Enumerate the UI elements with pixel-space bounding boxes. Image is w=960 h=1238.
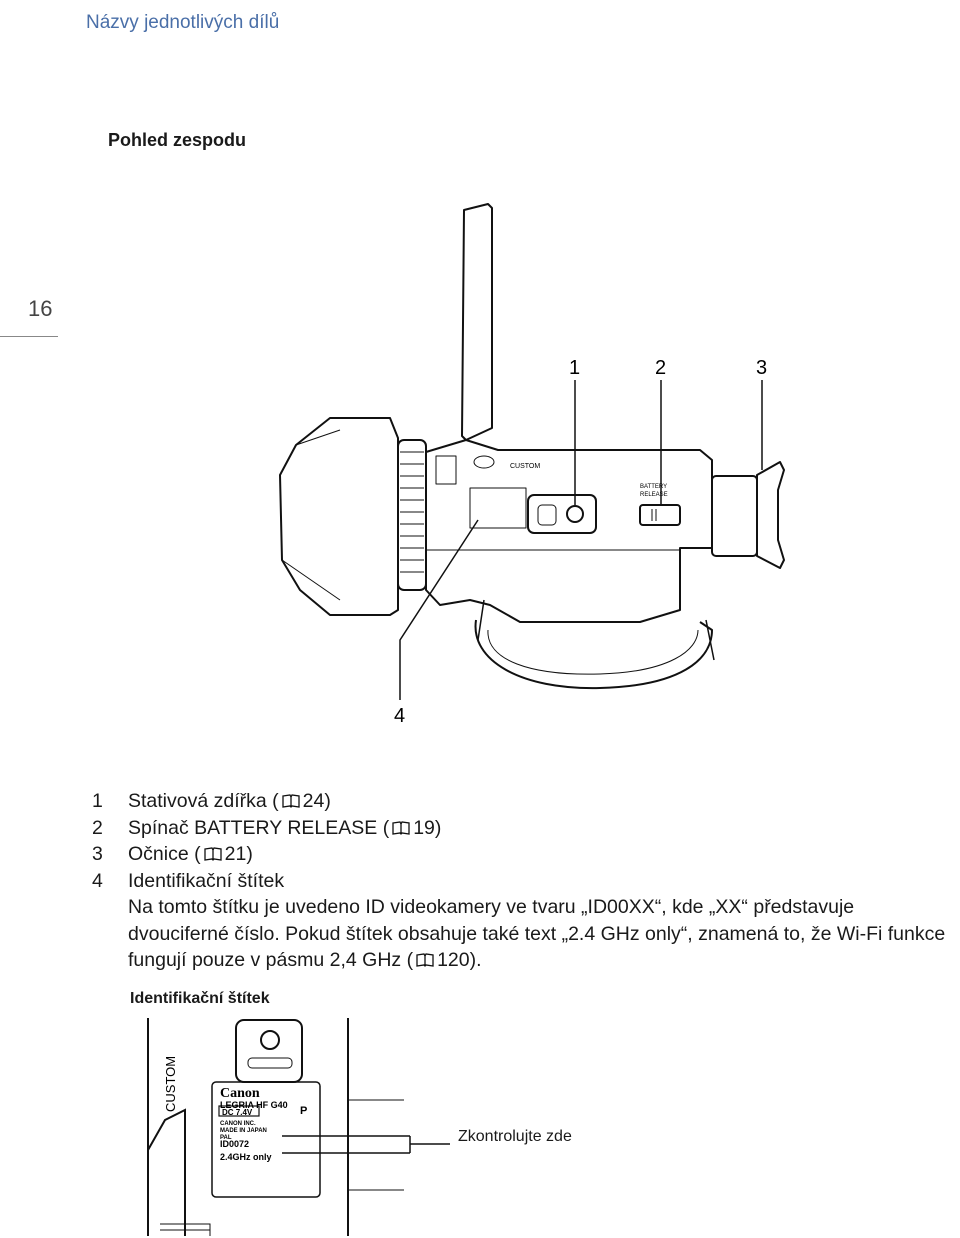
hand-strap <box>474 619 713 690</box>
book-ref-icon <box>203 847 222 861</box>
battery-release-switch <box>639 504 681 526</box>
id-brand: Canon <box>220 1086 260 1101</box>
eyecup <box>756 461 785 569</box>
lens-hood <box>279 417 399 616</box>
header-title: Názvy jednotlivých dílů <box>86 12 280 33</box>
callout-1: 1 <box>569 357 580 379</box>
id-label-sticker <box>211 1081 321 1198</box>
legend-item-4-description: Na tomto štítku je uvedeno ID videokamer… <box>128 896 946 971</box>
book-ref-icon <box>416 953 434 967</box>
tripod-socket <box>566 505 584 523</box>
section-title: Pohled zespodu <box>108 130 247 150</box>
book-ref-icon <box>392 820 410 835</box>
id-label-tripod-plate <box>235 1019 303 1083</box>
callout-4: 4 <box>394 705 405 727</box>
id-system: PAL <box>220 1135 232 1141</box>
tripod-socket-plate <box>527 494 597 534</box>
legend-item-3: 3 Očnice (21) <box>92 843 253 865</box>
id-origin: MADE IN JAPAN <box>220 1128 267 1134</box>
id-model: LEGRIA HF G40 <box>220 1100 288 1110</box>
id-p-mark: P <box>300 1105 307 1117</box>
page-number-rule <box>0 336 58 337</box>
legend-item-2: 2 Spínač BATTERY RELEASE (19) <box>92 816 442 839</box>
id-custom-text: CUSTOM <box>163 1056 178 1112</box>
battery-label-line1: BATTERY <box>640 484 667 490</box>
camera-body <box>425 439 713 623</box>
lens-ring <box>397 439 427 591</box>
lcd-panel <box>461 203 493 441</box>
parts-legend: 1 Stativová zdířka (24) 2 Spínač BATTERY… <box>92 788 952 974</box>
id-maker: CANON INC. <box>220 1121 256 1127</box>
id-code: ID0072 <box>220 1139 249 1149</box>
book-ref-icon <box>281 794 300 808</box>
check-here-label: Zkontrolujte zde <box>458 1128 572 1145</box>
callout-3: 3 <box>756 357 767 379</box>
custom-text: CUSTOM <box>510 463 540 470</box>
legend-item-1: 1 Stativová zdířka (24) <box>92 790 331 812</box>
id-label-title: Identifikační štítek <box>130 990 270 1007</box>
callout-2: 2 <box>655 357 666 379</box>
id-power: DC 7.4V <box>222 1108 253 1117</box>
page-number: 16 <box>28 296 53 321</box>
id-band: 2.4GHz only <box>220 1152 272 1162</box>
id-label-body-outline <box>147 1018 349 1236</box>
legend-item-4: 4 Identifikační štítek Na tomto štítku j… <box>92 869 946 972</box>
battery-label-line2: RELEASE <box>640 492 668 498</box>
